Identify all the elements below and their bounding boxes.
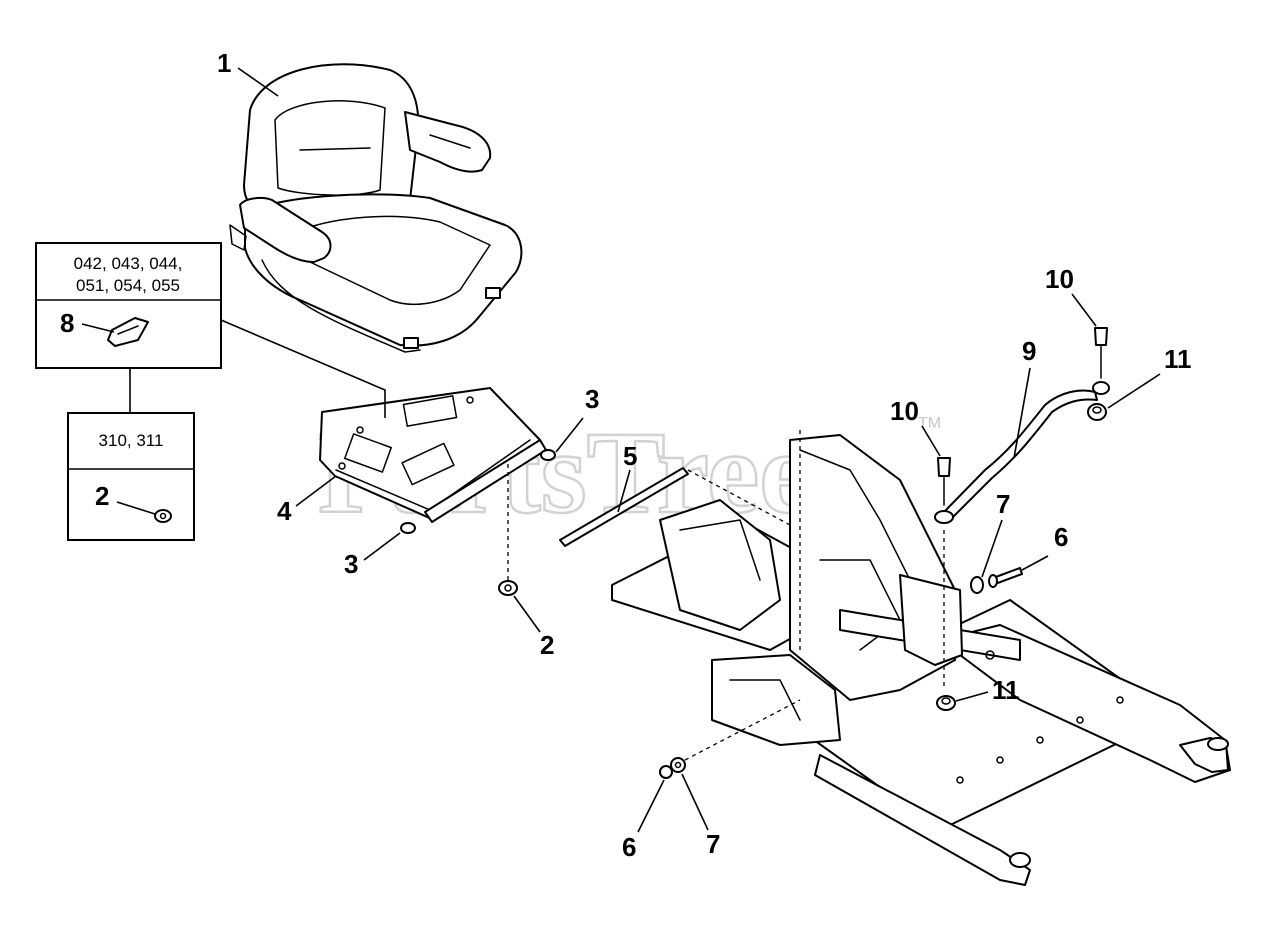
callout-2: 2 [540, 630, 554, 660]
callout-7-left: 7 [706, 829, 720, 859]
seat-part [229, 63, 523, 353]
nut-part-box [154, 509, 172, 523]
bolt-part-left [659, 765, 673, 779]
control-rod-part [943, 389, 1098, 521]
callout-6-left: 6 [622, 832, 636, 862]
callout-10-upper: 10 [1045, 264, 1074, 294]
model-box-b [67, 412, 195, 541]
callout-5: 5 [623, 441, 637, 471]
washer-part-right [970, 576, 984, 594]
callout-1: 1 [217, 48, 231, 78]
nut-part-plate [498, 460, 518, 596]
clip-part [107, 317, 149, 347]
callout-8: 8 [60, 308, 74, 338]
nut-part-lower [936, 695, 956, 711]
callout-10-lower: 10 [890, 396, 919, 426]
callout-7-right: 7 [996, 489, 1010, 519]
callout-11-lower: 11 [992, 675, 1020, 705]
callout-2-box: 2 [95, 481, 109, 511]
model-box-group-b: 310, 311 2 [67, 412, 195, 541]
bolt-part-lower [934, 457, 954, 690]
callout-6-right: 6 [1054, 522, 1068, 552]
callout-3-upper: 3 [585, 384, 599, 414]
pivot-rod-part [559, 467, 791, 547]
model-box-group-a: 042, 043, 044, 051, 054, 055 8 [35, 242, 386, 418]
model-box-a-line1: 042, 043, 044, [74, 254, 183, 273]
model-box-a-line2: 051, 054, 055 [76, 276, 180, 295]
bushing-part-upper [540, 449, 556, 461]
bolt-part-right [988, 567, 1023, 588]
bushing-part-lower [400, 522, 416, 534]
callout-9: 9 [1022, 336, 1036, 366]
model-box-b-line1: 310, 311 [99, 431, 164, 450]
bolt-part-upper [1092, 327, 1110, 395]
washer-part-left [670, 699, 801, 773]
callout-4: 4 [277, 496, 292, 526]
callout-group: 1 3 3 4 5 2 6 7 6 7 9 10 10 [217, 48, 1192, 862]
callout-11-upper: 11 [1164, 344, 1192, 374]
frame-part [611, 430, 1231, 886]
callout-3-lower: 3 [344, 549, 358, 579]
nut-part-upper [1087, 403, 1107, 421]
watermark-trademark: TM [918, 415, 941, 432]
model-box-a [35, 242, 222, 369]
